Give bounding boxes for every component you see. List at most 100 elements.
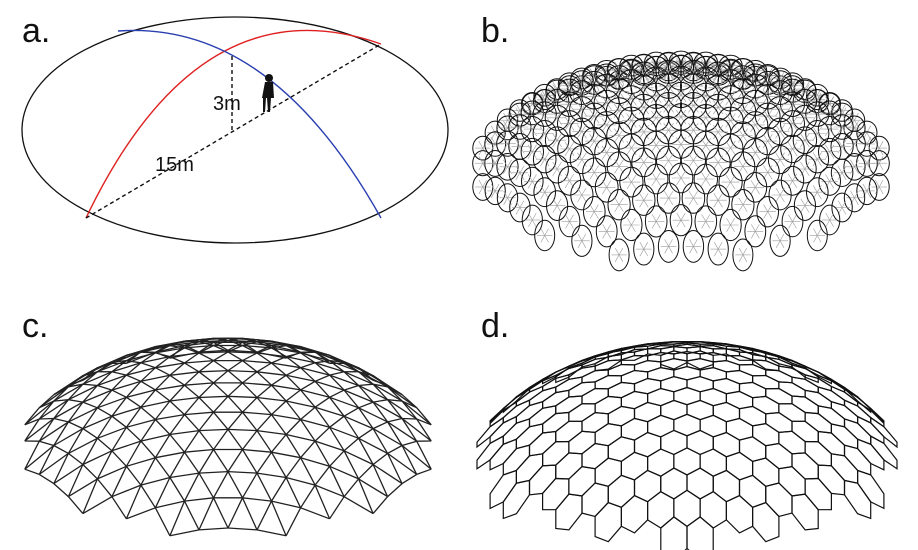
dome-circle	[693, 163, 719, 195]
circle-spoke	[589, 165, 599, 180]
mesh-edge	[183, 451, 200, 474]
dome-circle	[632, 184, 656, 216]
mesh-edge	[212, 497, 229, 529]
dome-circle	[581, 126, 607, 156]
dome-hexagon	[738, 436, 767, 463]
mesh-edge	[155, 347, 185, 354]
mesh-edge	[285, 355, 316, 364]
circle-spoke	[503, 120, 512, 135]
mesh-edge	[154, 434, 171, 459]
dome-hexagon	[581, 387, 609, 405]
dome-circle	[817, 116, 842, 143]
dome-circle	[608, 238, 630, 272]
mesh-edge	[300, 457, 316, 486]
dome-circle	[520, 137, 545, 166]
dome-hexagon	[633, 359, 662, 373]
circle-spoke	[675, 109, 687, 125]
mesh-edge	[227, 449, 244, 472]
mesh-edge	[154, 507, 171, 537]
dome-hexagon	[581, 442, 609, 470]
mesh-edge	[242, 382, 258, 398]
dome-circle	[731, 188, 755, 221]
mesh-edge	[227, 341, 243, 351]
dome-circle	[719, 208, 742, 242]
mesh-edge	[213, 344, 229, 353]
mesh-edge	[329, 360, 345, 363]
panel-label-c: c.	[22, 307, 49, 345]
mesh-edge	[97, 374, 127, 387]
mesh-edge	[242, 344, 258, 354]
mesh-edge	[372, 428, 403, 447]
mesh-edge	[300, 362, 316, 369]
mesh-edge	[82, 383, 98, 387]
mesh-edge	[198, 351, 229, 354]
circle-spoke	[825, 105, 835, 120]
circle-spoke	[577, 152, 587, 167]
mesh-edge	[68, 452, 84, 466]
mesh-edge	[329, 450, 345, 467]
mesh-edge	[387, 399, 403, 402]
mesh-edge	[300, 352, 316, 364]
mesh-edge	[198, 430, 215, 450]
circle-spoke	[800, 198, 810, 213]
circle-spoke	[701, 171, 711, 187]
mesh-edge	[169, 347, 185, 358]
circle-spoke	[701, 214, 711, 229]
circle-spoke	[750, 180, 760, 195]
dome-circles	[472, 50, 890, 272]
mesh-edge	[38, 386, 69, 409]
circle-spoke	[700, 88, 712, 103]
circle-spoke	[788, 78, 797, 93]
mesh-edge	[300, 367, 330, 376]
circle-spoke	[638, 66, 649, 81]
mesh-edge	[242, 371, 258, 384]
dome-hexagon	[725, 451, 754, 481]
mesh-edge	[154, 400, 171, 420]
mesh-edge	[270, 477, 287, 502]
mesh-edge	[125, 380, 142, 398]
circle-spoke	[639, 242, 648, 257]
dome-circle	[533, 177, 556, 208]
dome-circle	[843, 183, 866, 213]
mesh-edge	[140, 367, 156, 382]
circle-spoke	[663, 64, 674, 79]
mesh-edge	[387, 421, 418, 442]
dome-footprint-ellipse	[21, 16, 449, 244]
circle-spoke	[564, 116, 575, 131]
dome-hexagon	[752, 374, 780, 390]
mesh-edge	[169, 500, 186, 537]
dome-hexagon	[765, 387, 793, 405]
mesh-edge	[155, 413, 185, 421]
circle-spoke	[812, 185, 822, 200]
dome-circle	[856, 176, 878, 206]
mesh-edge	[82, 464, 98, 480]
circle-spoke	[737, 128, 748, 143]
mesh-edge	[169, 414, 186, 435]
mesh-edge	[300, 457, 330, 467]
mesh-edge	[372, 401, 403, 420]
dome-circle	[805, 101, 830, 127]
mesh-edge	[184, 371, 200, 386]
mesh-edge	[256, 429, 287, 436]
dome-hexagon	[738, 405, 767, 427]
panel-c: c.	[0, 275, 459, 550]
mesh-edge	[53, 444, 69, 454]
circle-spoke	[577, 233, 587, 248]
circle-spoke	[577, 187, 587, 203]
mesh-edge	[416, 468, 432, 476]
mesh-edge	[271, 356, 287, 364]
mesh-edge	[24, 417, 55, 442]
mesh-edge	[358, 385, 374, 403]
mesh-edge	[111, 362, 142, 373]
mesh-edge	[314, 426, 331, 442]
mesh-edge	[169, 529, 200, 537]
mesh-edge	[387, 417, 403, 423]
mesh-edge	[24, 400, 55, 426]
mesh-edge	[198, 411, 215, 432]
circle-spoke	[626, 174, 637, 190]
dome-hexagon	[752, 422, 780, 447]
mesh-edge	[126, 360, 141, 364]
mesh-edge	[24, 444, 55, 470]
mesh-edge	[53, 453, 69, 484]
mesh-edge	[227, 395, 243, 413]
